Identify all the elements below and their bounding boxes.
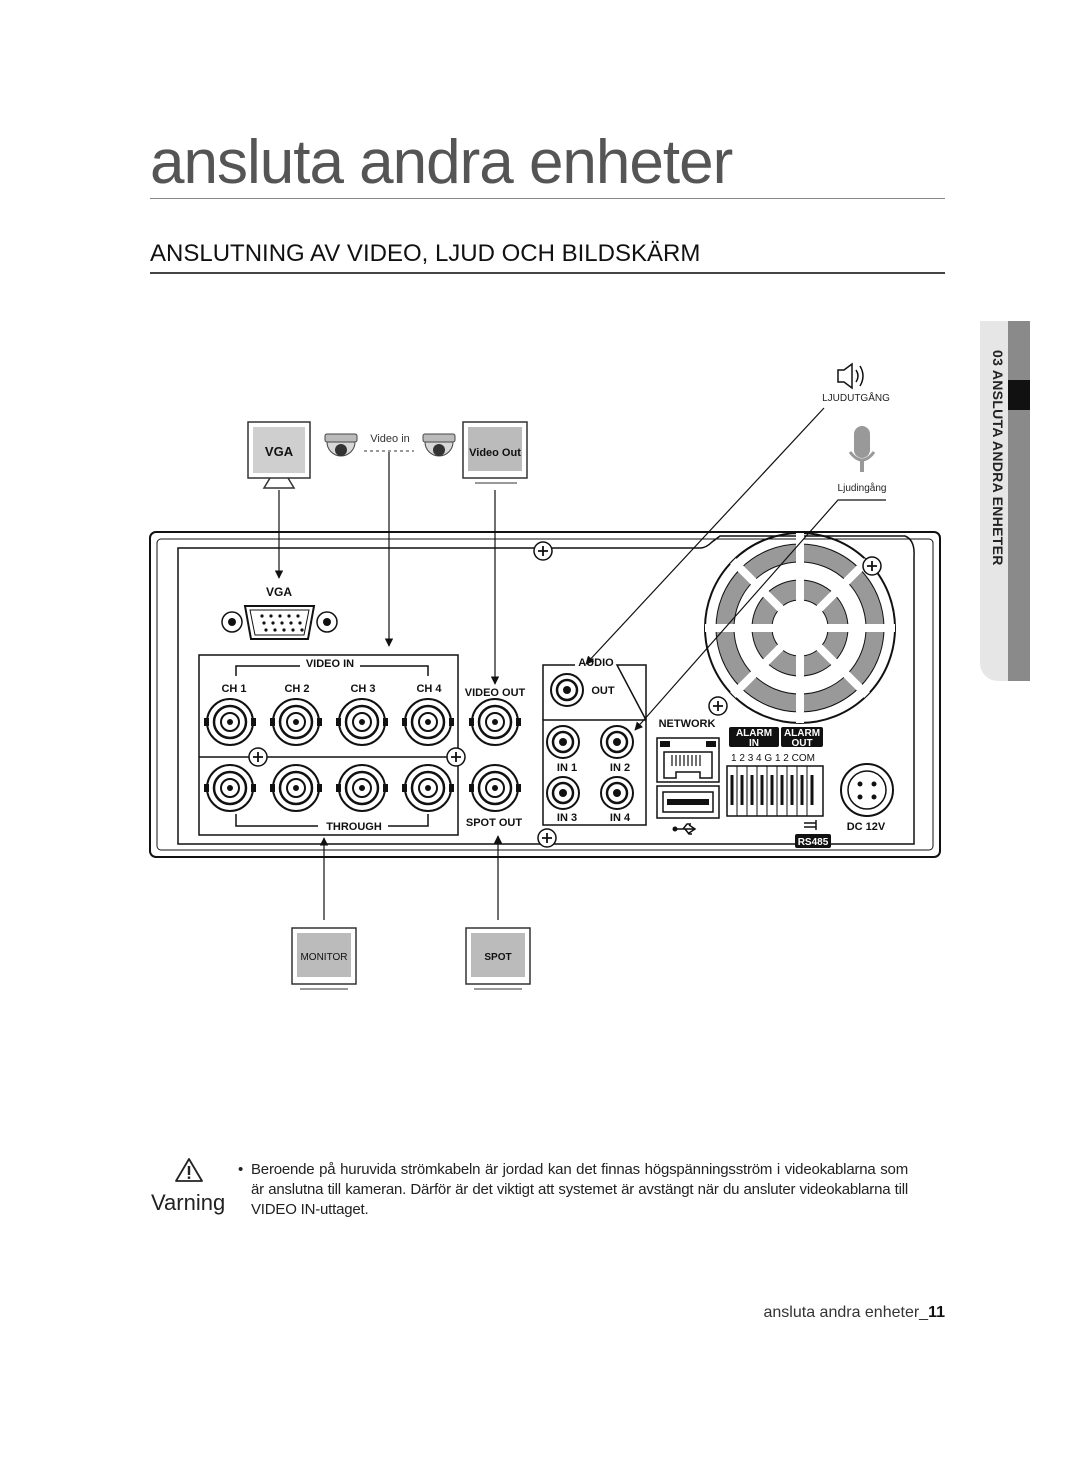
alarm-in-subtitle: IN xyxy=(749,738,759,749)
microphone-icon xyxy=(848,426,876,472)
usb-icon xyxy=(672,823,697,835)
panel-screw xyxy=(533,541,553,561)
video-in-label: Video in xyxy=(370,433,410,445)
audio-in-block xyxy=(542,719,647,826)
chapter-tab-marker xyxy=(1008,380,1030,410)
spot-out-label: SPOT OUT xyxy=(466,817,523,829)
audio-in2-port xyxy=(599,724,635,760)
section-rule xyxy=(150,272,945,274)
audio-in4-port xyxy=(599,775,635,811)
audio-in2-label: IN 2 xyxy=(610,762,630,774)
ch2-label: CH 2 xyxy=(284,683,309,695)
vga-monitor: VGA xyxy=(247,421,311,489)
page-footer: ansluta andra enheter_11 xyxy=(764,1304,946,1322)
alarm-out-title: ALARM xyxy=(784,728,820,739)
video-out-monitor-label: Video Out xyxy=(469,447,521,459)
vga-monitor-label: VGA xyxy=(265,444,294,459)
panel-screw xyxy=(248,747,268,767)
spot-label: SPOT xyxy=(484,952,511,963)
usb-port xyxy=(656,785,720,819)
warning-text: • Beroende på huruvida strömkabeln är jo… xyxy=(238,1160,908,1220)
audio-out-label: LJUDUTGÅNG xyxy=(822,391,890,404)
spot-monitor: SPOT xyxy=(465,927,531,990)
footer-text: ansluta andra enheter_ xyxy=(763,1304,929,1321)
alarm-out-badge: ALARM OUT xyxy=(781,727,823,749)
title-rule xyxy=(150,198,945,199)
rs485-label: RS485 xyxy=(798,837,829,848)
fan-grille xyxy=(704,532,896,724)
camera-1 xyxy=(324,433,358,457)
audio-in3-port xyxy=(545,775,581,811)
audio-bracket xyxy=(542,664,647,721)
video-out-monitor: Video Out xyxy=(462,421,528,484)
rs485-icon xyxy=(804,820,817,830)
video-in-bracket xyxy=(235,665,429,676)
monitor-display: MONITOR xyxy=(291,927,357,990)
vga-port-label: VGA xyxy=(266,585,292,599)
warning-icon xyxy=(175,1158,203,1182)
audio-out-connection-line xyxy=(585,407,825,665)
audio-in1-port xyxy=(545,724,581,760)
section-heading: ANSLUTNING AV VIDEO, LJUD OCH BILDSKÄRM xyxy=(150,240,701,267)
audio-out-port xyxy=(549,672,585,708)
chapter-tab-label: 03 ANSLUTA ANDRA ENHETER xyxy=(990,350,1006,566)
through-label: THROUGH xyxy=(326,821,382,833)
audio-in-connection-line xyxy=(634,499,886,731)
panel-screw xyxy=(862,556,882,576)
alarm-in-badge: ALARM IN xyxy=(729,727,779,749)
through-bracket xyxy=(235,814,429,827)
panel-screw xyxy=(537,828,557,848)
vga-port xyxy=(221,605,338,640)
audio-in4-label: IN 4 xyxy=(610,812,631,824)
audio-in1-label: IN 1 xyxy=(557,762,577,774)
chapter-tab-strip xyxy=(1008,321,1030,681)
video-out-port-label: VIDEO OUT xyxy=(465,687,526,699)
network-label: NETWORK xyxy=(659,718,716,730)
panel-screw xyxy=(446,747,466,767)
audio-out-port-label: OUT xyxy=(591,685,615,697)
audio-heading: AUDIO xyxy=(578,657,614,669)
alarm-out-subtitle: OUT xyxy=(791,738,812,749)
dc-label: DC 12V xyxy=(847,821,886,833)
dc-power-port xyxy=(840,763,894,817)
alarm-in-title: ALARM xyxy=(736,728,772,739)
warning-body: Beroende på huruvida strömkabeln är jord… xyxy=(251,1161,908,1218)
audio-in3-label: IN 3 xyxy=(557,812,577,824)
warning-bullet: • xyxy=(238,1161,244,1178)
speaker-icon xyxy=(837,362,864,390)
alarm-pin-labels: 1 2 3 4 G 1 2 COM xyxy=(731,753,815,764)
camera-2 xyxy=(422,433,456,457)
ch1-label: CH 1 xyxy=(221,683,246,695)
page-title: ansluta andra enheter xyxy=(150,128,733,197)
rs485-badge: RS485 xyxy=(795,834,831,848)
audio-in-label: Ljudingång xyxy=(838,482,887,494)
monitor-label: MONITOR xyxy=(300,952,347,963)
panel-screw xyxy=(708,696,728,716)
warning-label: Varning xyxy=(151,1190,226,1215)
network-port xyxy=(656,737,720,783)
alarm-terminal-block xyxy=(726,765,824,817)
connection-lines xyxy=(274,407,886,920)
video-in-heading: VIDEO IN xyxy=(306,658,354,670)
ch4-label: CH 4 xyxy=(416,683,442,695)
ch3-label: CH 3 xyxy=(350,683,375,695)
video-in-block xyxy=(198,654,459,836)
page-number: 11 xyxy=(928,1304,945,1321)
